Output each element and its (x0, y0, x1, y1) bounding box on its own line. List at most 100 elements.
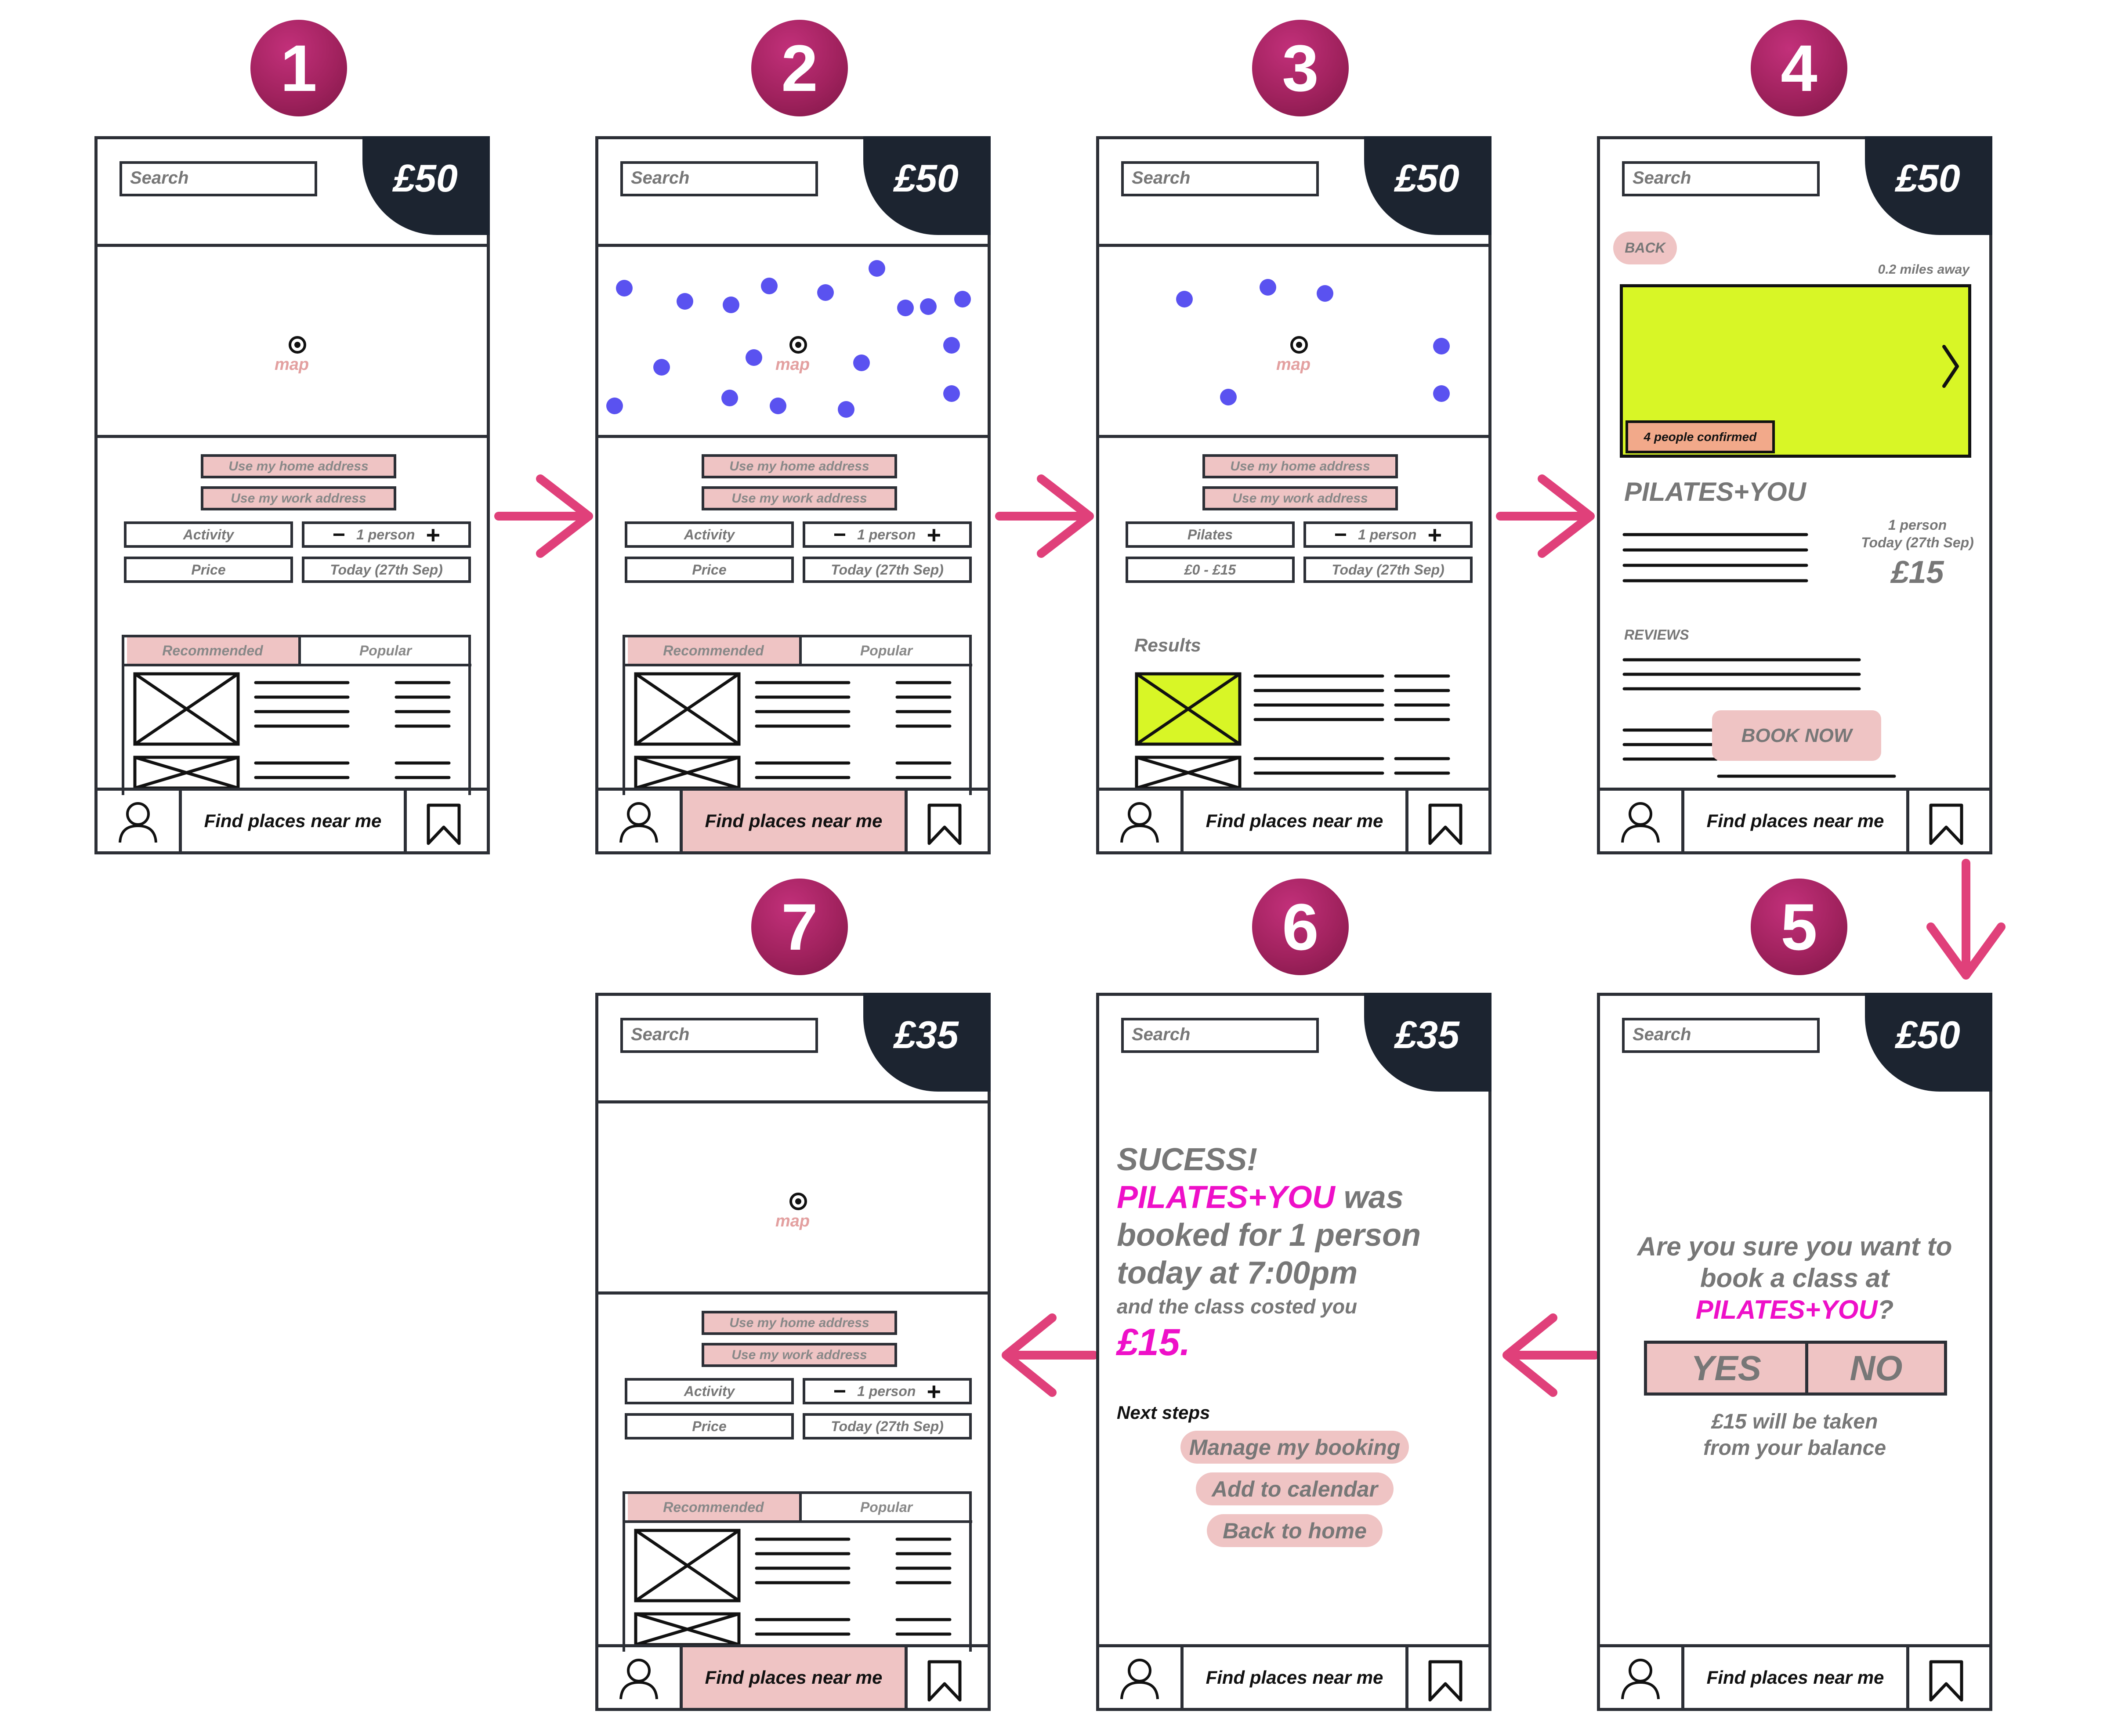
find-places-button[interactable]: Find places near me (204, 810, 382, 831)
search-input[interactable]: Search (1121, 1018, 1319, 1053)
map-pin-dot[interactable] (770, 398, 786, 414)
step-7-badge: 7 (751, 879, 848, 975)
map-pin-dot[interactable] (954, 291, 971, 307)
tab-recommended[interactable]: Recommended (628, 637, 799, 664)
minus-icon[interactable]: − (833, 522, 847, 547)
map-pin-dot[interactable] (853, 354, 870, 371)
map-pin-dot[interactable] (838, 401, 854, 418)
map-pin-dot[interactable] (817, 284, 834, 301)
date-field[interactable]: Today (27th Sep) (803, 557, 972, 583)
map-pin-dot[interactable] (746, 349, 762, 366)
map-pin-dot[interactable] (1220, 389, 1237, 405)
home-address-button[interactable]: Use my home address (201, 454, 396, 478)
find-places-button[interactable]: Find places near me (1706, 1667, 1884, 1688)
map-pin-dot[interactable] (723, 297, 739, 313)
map-pin-dot[interactable] (761, 278, 778, 294)
map-pin-dot[interactable] (653, 359, 670, 376)
back-to-home-link[interactable]: Back to home (1207, 1514, 1383, 1547)
person-stepper[interactable]: − 1 person + (1303, 521, 1473, 549)
work-address-button[interactable]: Use my work address (1202, 486, 1398, 510)
map-pin-dot[interactable] (920, 298, 937, 315)
search-input[interactable]: Search (620, 161, 818, 196)
manage-booking-link[interactable]: Manage my booking (1180, 1431, 1409, 1464)
home-address-button[interactable]: Use my home address (1202, 454, 1398, 478)
tab-popular[interactable]: Popular (359, 642, 412, 658)
profile-icon[interactable] (1119, 799, 1161, 843)
price-field[interactable]: Price (625, 557, 794, 583)
work-address-button[interactable]: Use my work address (702, 1343, 897, 1367)
back-button[interactable]: BACK (1613, 231, 1677, 264)
bookmark-icon[interactable] (1426, 803, 1466, 847)
map-pin-dot[interactable] (1433, 338, 1450, 354)
minus-icon[interactable]: − (332, 522, 346, 547)
plus-icon[interactable]: + (927, 521, 941, 549)
minus-icon[interactable]: − (1334, 522, 1347, 547)
date-field[interactable]: Today (27th Sep) (302, 557, 471, 583)
map-pin-dot[interactable] (616, 280, 633, 297)
find-places-button[interactable]: Find places near me (1206, 810, 1383, 831)
date-field[interactable]: Today (27th Sep) (1303, 557, 1473, 583)
chevron-right-icon[interactable] (1940, 342, 1962, 391)
map-pin-dot[interactable] (1260, 279, 1276, 296)
map-pin-dot[interactable] (677, 293, 693, 310)
profile-icon[interactable] (117, 799, 159, 843)
price-field[interactable]: Price (625, 1413, 794, 1439)
work-address-button[interactable]: Use my work address (201, 486, 396, 510)
search-input[interactable]: Search (119, 161, 317, 196)
yes-no-toggle: YES NO (1644, 1341, 1947, 1396)
map-pin-dot[interactable] (1317, 285, 1333, 302)
home-address-button[interactable]: Use my home address (702, 454, 897, 478)
yes-button[interactable]: YES (1691, 1348, 1762, 1388)
price-field[interactable]: £0 - £15 (1126, 557, 1295, 583)
search-input[interactable]: Search (1622, 1018, 1820, 1053)
plus-icon[interactable]: + (426, 521, 441, 549)
activity-field[interactable]: Activity (625, 521, 794, 548)
search-input[interactable]: Search (1622, 161, 1820, 196)
plus-icon[interactable]: + (1427, 521, 1442, 549)
tab-popular[interactable]: Popular (860, 1499, 913, 1515)
minus-icon[interactable]: − (833, 1379, 847, 1403)
book-now-button[interactable]: BOOK NOW (1712, 710, 1881, 761)
map-pin-dot[interactable] (1433, 385, 1450, 402)
profile-icon[interactable] (618, 1656, 660, 1700)
no-button[interactable]: NO (1850, 1348, 1903, 1388)
tab-recommended[interactable]: Recommended (628, 1494, 799, 1520)
activity-field[interactable]: Pilates (1126, 521, 1295, 548)
map-pin-dot[interactable] (897, 300, 914, 316)
work-address-button[interactable]: Use my work address (702, 486, 897, 510)
map-pin-dot[interactable] (1176, 291, 1193, 307)
activity-field[interactable]: Activity (625, 1378, 794, 1404)
bookmark-icon[interactable] (1927, 1660, 1967, 1703)
date-field[interactable]: Today (27th Sep) (803, 1413, 972, 1439)
plus-icon[interactable]: + (927, 1377, 941, 1405)
bookmark-icon[interactable] (926, 1660, 965, 1703)
find-places-button[interactable]: Find places near me (683, 1647, 905, 1708)
price-field[interactable]: Price (124, 557, 293, 583)
bookmark-icon[interactable] (425, 803, 464, 847)
person-stepper[interactable]: − 1 person + (302, 521, 471, 549)
home-address-button[interactable]: Use my home address (702, 1311, 897, 1335)
add-to-calendar-link[interactable]: Add to calendar (1196, 1472, 1394, 1505)
bookmark-icon[interactable] (926, 803, 965, 847)
bookmark-icon[interactable] (1426, 1660, 1466, 1703)
profile-icon[interactable] (618, 799, 660, 843)
search-input[interactable]: Search (1121, 161, 1319, 196)
profile-icon[interactable] (1119, 1656, 1161, 1700)
activity-field[interactable]: Activity (124, 521, 293, 548)
profile-icon[interactable] (1620, 1656, 1662, 1700)
find-places-button[interactable]: Find places near me (1206, 1667, 1383, 1688)
map-pin-dot[interactable] (943, 337, 960, 354)
search-input[interactable]: Search (620, 1018, 818, 1053)
map-pin-dot[interactable] (869, 260, 885, 277)
tab-recommended[interactable]: Recommended (127, 637, 298, 664)
find-places-button[interactable]: Find places near me (683, 791, 905, 851)
bookmark-icon[interactable] (1927, 803, 1967, 847)
person-stepper[interactable]: − 1 person + (803, 1377, 972, 1405)
find-places-button[interactable]: Find places near me (1706, 810, 1884, 831)
person-stepper[interactable]: − 1 person + (803, 521, 972, 549)
map-pin-dot[interactable] (721, 390, 738, 406)
map-pin-dot[interactable] (606, 398, 623, 414)
profile-icon[interactable] (1620, 799, 1662, 843)
map-pin-dot[interactable] (943, 385, 960, 402)
tab-popular[interactable]: Popular (860, 642, 913, 658)
